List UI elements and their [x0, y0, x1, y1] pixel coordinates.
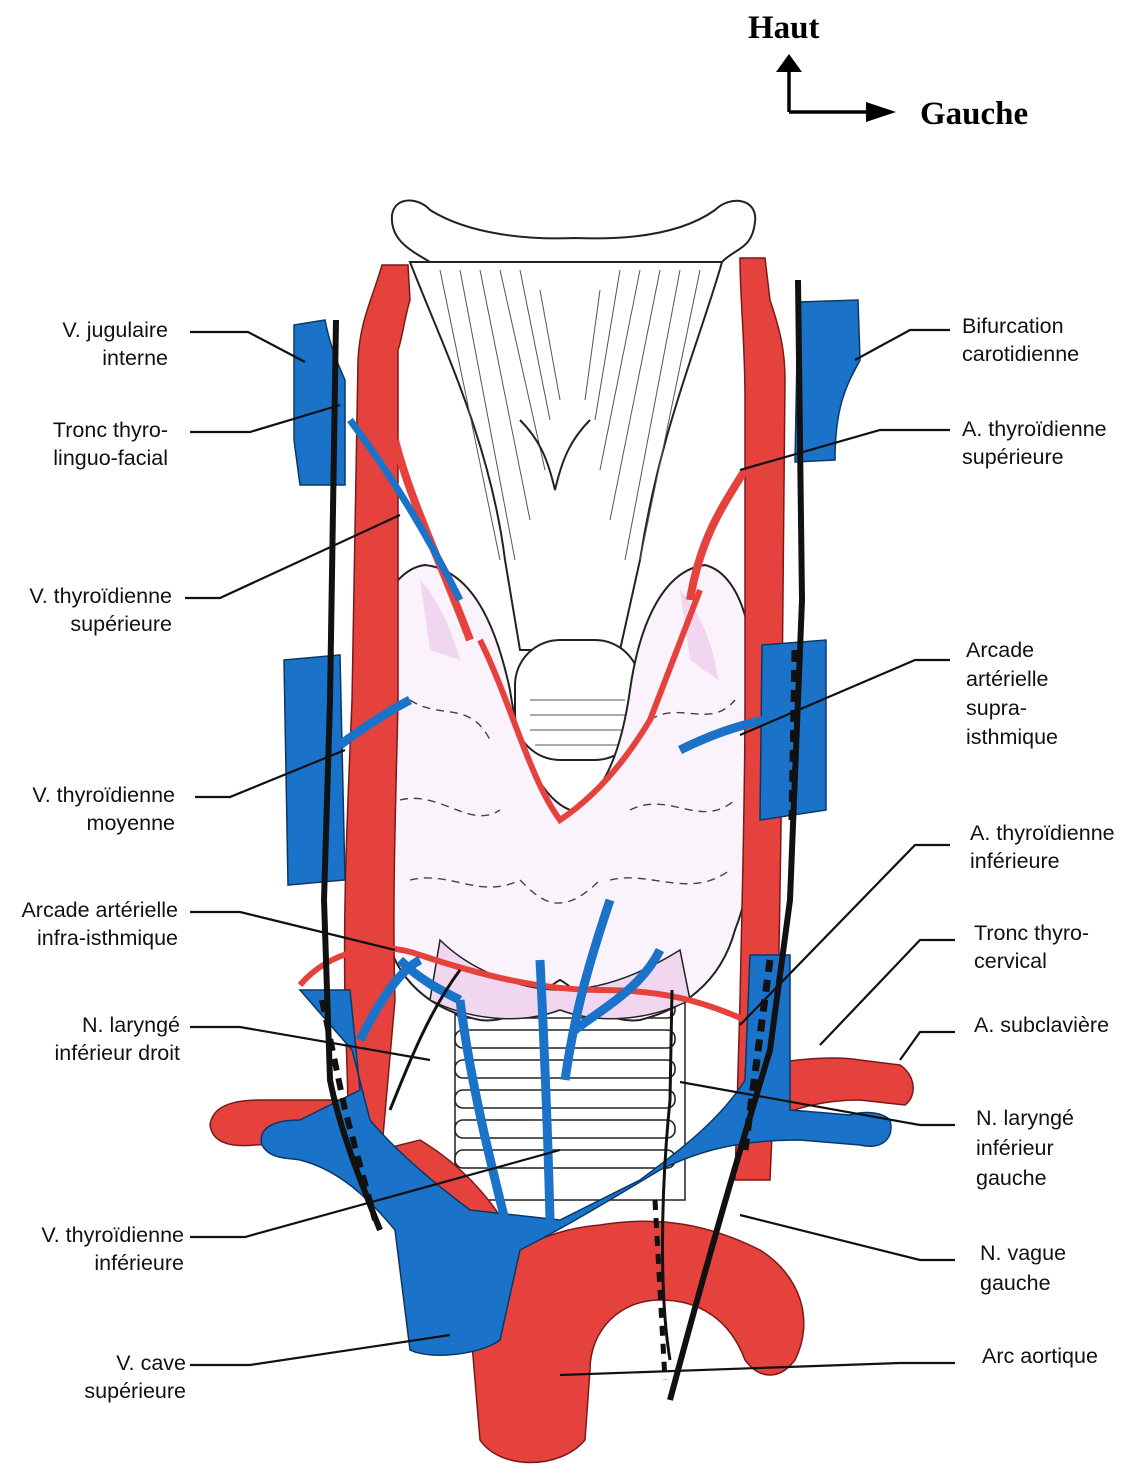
- label-bif-line1: Bifurcation: [962, 314, 1064, 338]
- label-vti-line2: inférieure: [94, 1251, 184, 1275]
- label-tc-line1: Tronc thyro-: [974, 921, 1089, 945]
- label-tronc-tlf-line1: Tronc thyro-: [53, 418, 168, 442]
- orientation-indicator: Haut Gauche: [748, 10, 1028, 132]
- arrow-up-head-icon: [776, 54, 802, 72]
- vein-jugular-right-mid: [284, 655, 345, 885]
- label-vcs-line2: supérieure: [84, 1379, 186, 1403]
- label-vcs-line1: V. cave: [116, 1351, 186, 1375]
- label-nlig-line1: N. laryngé: [976, 1106, 1074, 1130]
- labels-left: V. jugulaire interne Tronc thyro- linguo…: [21, 318, 186, 1403]
- label-nlig-line3: gauche: [976, 1166, 1047, 1190]
- label-vtm-line1: V. thyroïdienne: [32, 783, 175, 807]
- label-ati-line1: A. thyroïdienne: [970, 821, 1115, 845]
- label-nlig-line2: inférieur: [976, 1136, 1054, 1160]
- label-aas-line1: Arcade: [966, 638, 1034, 662]
- anatomy-illustration: [210, 200, 913, 1462]
- orientation-left-label: Gauche: [920, 96, 1028, 132]
- label-aai-line2: infra-isthmique: [37, 926, 178, 950]
- labels-right: Bifurcation carotidienne A. thyroïdienne…: [962, 314, 1115, 1368]
- label-tc-line2: cervical: [974, 949, 1047, 973]
- label-arc-aortique: Arc aortique: [982, 1344, 1098, 1368]
- label-nvg-line1: N. vague: [980, 1241, 1066, 1265]
- label-vts-line1: V. thyroïdienne: [29, 584, 172, 608]
- label-ati-line2: inférieure: [970, 849, 1060, 873]
- label-asub: A. subclavière: [974, 1013, 1109, 1037]
- label-aas-line4: isthmique: [966, 725, 1058, 749]
- label-ats-line2: supérieure: [962, 445, 1064, 469]
- label-vts-line2: supérieure: [70, 612, 172, 636]
- label-aas-line2: artérielle: [966, 667, 1048, 691]
- label-tronc-tlf-line2: linguo-facial: [53, 446, 168, 470]
- label-jugulaire-line1: V. jugulaire: [62, 318, 168, 342]
- label-bif-line2: carotidienne: [962, 342, 1079, 366]
- arrow-right-head-icon: [866, 102, 896, 122]
- aortic-arch: [470, 1221, 804, 1462]
- label-aai-line1: Arcade artérielle: [21, 898, 178, 922]
- label-vti-line1: V. thyroïdienne: [41, 1223, 184, 1247]
- orientation-up-label: Haut: [748, 10, 820, 46]
- label-nlid-line1: N. laryngé: [82, 1013, 180, 1037]
- nerve-vagus-left-dashed-mid: [792, 650, 795, 820]
- label-jugulaire-line2: interne: [102, 346, 168, 370]
- label-nlid-line2: inférieur droit: [55, 1041, 180, 1065]
- label-ats-line1: A. thyroïdienne: [962, 417, 1107, 441]
- label-aas-line3: supra-: [966, 696, 1027, 720]
- label-nvg-line2: gauche: [980, 1271, 1051, 1295]
- label-vtm-line2: moyenne: [87, 811, 175, 835]
